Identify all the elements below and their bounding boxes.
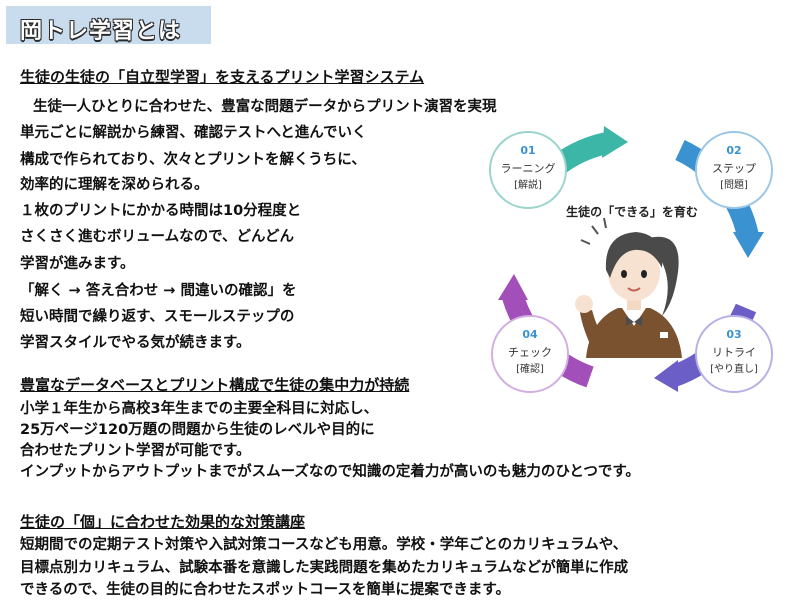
section2-heading: 豊富なデータベースとプリント構成で生徒の集中力が持続	[20, 376, 410, 394]
step-retry-name: リトライ	[712, 346, 756, 359]
section3-line-1: 短期間での定期テスト対策や入試対策コースなども用意。学校・学年ごとのカリキュラム…	[20, 537, 628, 553]
section3-line-3: できるので、生徒の目的に合わせたスポットコースを簡単に提案できます。	[20, 582, 510, 598]
step-check-name: チェック	[508, 346, 552, 359]
section1-line-3: 構成で作られており、次々とプリントを解くうちに、	[20, 152, 366, 168]
section3-heading: 生徒の「個」に合わせた効果的な対策講座	[20, 513, 306, 531]
step-learning-number: 01	[520, 144, 535, 157]
section1-line-4: 効率的に理解を深められる。	[20, 177, 209, 193]
arrow-head-check	[498, 274, 528, 300]
diagram-center-label: 生徒の「できる」を育む	[566, 204, 698, 219]
section1-line-7: 学習が進みます。	[20, 256, 135, 272]
arrow-head-learning	[602, 126, 628, 158]
step-check-number: 04	[522, 328, 538, 341]
step-learning-name: ラーニング	[501, 161, 556, 175]
step-learning-sub: [解説]	[514, 178, 542, 191]
step-step-number: 02	[726, 144, 741, 157]
section1-line-2: 単元ごとに解説から練習、確認テストへと進んでいく	[20, 125, 367, 141]
section2-line-3: 合わせたプリント学習が可能です。	[20, 443, 251, 459]
section1-heading: 生徒の生徒の「自立型学習」を支えるプリント学習システム	[20, 68, 425, 86]
section1-line-8: 「解く → 答え合わせ → 間違いの確認」を	[20, 283, 297, 299]
step-check-sub: [確認]	[516, 362, 544, 375]
learning-cycle-diagram: 01 ラーニング [解説] 02 ステップ [問題] 03 リトライ [やり直し…	[478, 112, 786, 412]
arrow-head-step	[733, 232, 764, 258]
step-retry-sub: [やり直し]	[710, 362, 758, 375]
title-banner	[6, 6, 211, 44]
step-step-name: ステップ	[712, 162, 756, 175]
section2-line-4: インプットからアウトプットまでがスムーズなので知識の定着力が高いのも魅力のひとつ…	[20, 464, 640, 480]
section3-line-2: 目標点別カリキュラム、試験本番を意識した実践問題を集めたカリキュラムなどが簡単に…	[20, 560, 629, 576]
section1-line-10: 学習スタイルでやる気が続きます。	[20, 335, 251, 351]
step-learning: 01 ラーニング [解説]	[489, 131, 567, 209]
section1-line-9: 短い時間で繰り返す、スモールステップの	[20, 309, 295, 325]
section1-line-5: １枚のプリントにかかる時間は10分程度と	[20, 203, 302, 219]
step-step: 02 ステップ [問題]	[695, 131, 773, 209]
step-check: 04 チェック [確認]	[491, 315, 569, 393]
page-title: 岡トレ学習とは	[20, 19, 182, 44]
arrow-head-retry	[654, 360, 678, 392]
section1-line-1: 生徒一人ひとりに合わせた、豊富な問題データからプリント演習を実現	[33, 99, 497, 115]
section2-line-2: 25万ページ120万題の問題から生徒のレベルや目的に	[20, 422, 375, 438]
step-retry-number: 03	[726, 328, 741, 341]
student-illustration	[575, 217, 682, 358]
section1-line-6: さくさく進むボリュームなので、どんどん	[20, 229, 295, 245]
step-retry: 03 リトライ [やり直し]	[695, 315, 773, 393]
step-step-sub: [問題]	[720, 179, 748, 191]
section2-line-1: 小学１年生から高校3年生までの主要全科目に対応し、	[20, 401, 379, 417]
